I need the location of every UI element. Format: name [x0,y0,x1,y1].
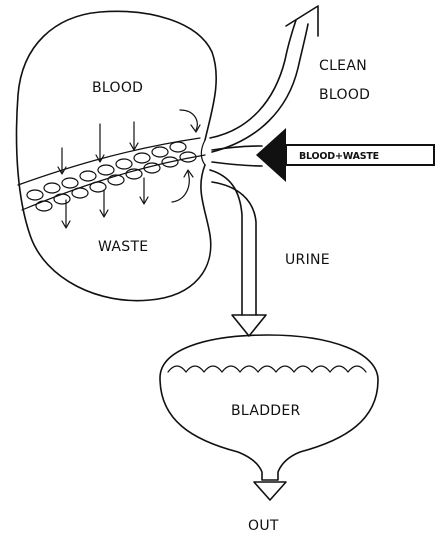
blood-label: BLOOD [92,80,143,96]
blood-curl-arrow [180,110,197,130]
out-arrowhead [254,482,286,500]
waste-curl-arrow [172,172,189,202]
blood-waste-arrowhead [256,128,286,182]
kidney-hilum [201,140,205,165]
incoming-tube-top [212,146,262,150]
urine-tube-right [212,182,256,315]
bladder-label: BLADDER [231,403,301,419]
clean-blood-label-line1: CLEAN [319,58,367,74]
bladder-fluid-line [168,366,366,372]
nephron-mesh [18,138,205,211]
out-label: OUT [248,518,279,534]
clean-blood-label-line2: BLOOD [319,87,370,103]
clean-blood-arrowhead [286,6,318,36]
incoming-tube-bottom [212,162,262,166]
waste-label: WASTE [98,239,148,255]
blood-curl-arrow-head [191,125,200,132]
blood-waste-label: BLOOD+WASTE [299,151,379,162]
kidney-outline [17,11,217,300]
urine-label: URINE [285,252,330,268]
urine-arrowhead [232,315,266,336]
clean-blood-tube-top [210,20,296,138]
